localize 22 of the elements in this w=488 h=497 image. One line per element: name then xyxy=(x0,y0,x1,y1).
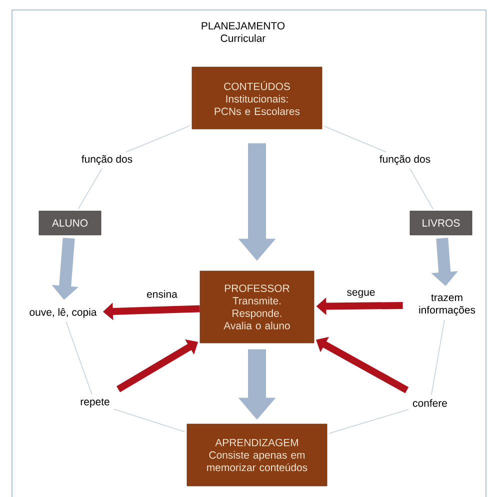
teacher-box: PROFESSOR Transmite. Responde. Avalia o aluno xyxy=(200,270,314,344)
connector-line xyxy=(324,126,387,153)
connector-line xyxy=(328,409,409,434)
link-word: função dos xyxy=(380,155,430,165)
connector-line xyxy=(114,408,186,432)
actor-box: LIVROS xyxy=(410,210,472,236)
link-word: função dos xyxy=(82,155,132,165)
content-box: CONTEÚDOS Institucionais: PCNs e Escolares xyxy=(192,66,322,130)
title: PLANEJAMENTO Curricular xyxy=(202,22,285,42)
link-word: repete xyxy=(80,398,110,408)
action-text: ouve, lê, copia xyxy=(30,308,97,318)
action-text: trazem informações xyxy=(419,294,476,316)
connector-line xyxy=(430,319,445,396)
edge-label: ensina xyxy=(146,289,178,299)
actor-box: ALUNO xyxy=(38,210,102,236)
connector-line xyxy=(410,168,434,210)
edge-label: segue xyxy=(346,289,376,299)
connector-line xyxy=(66,322,92,395)
learning-box: APRENDIZAGEM Consiste apenas em memorizar conteúdos xyxy=(186,424,328,486)
connector-line xyxy=(126,125,190,153)
link-word: confere xyxy=(413,399,447,407)
connector-line xyxy=(78,168,102,210)
